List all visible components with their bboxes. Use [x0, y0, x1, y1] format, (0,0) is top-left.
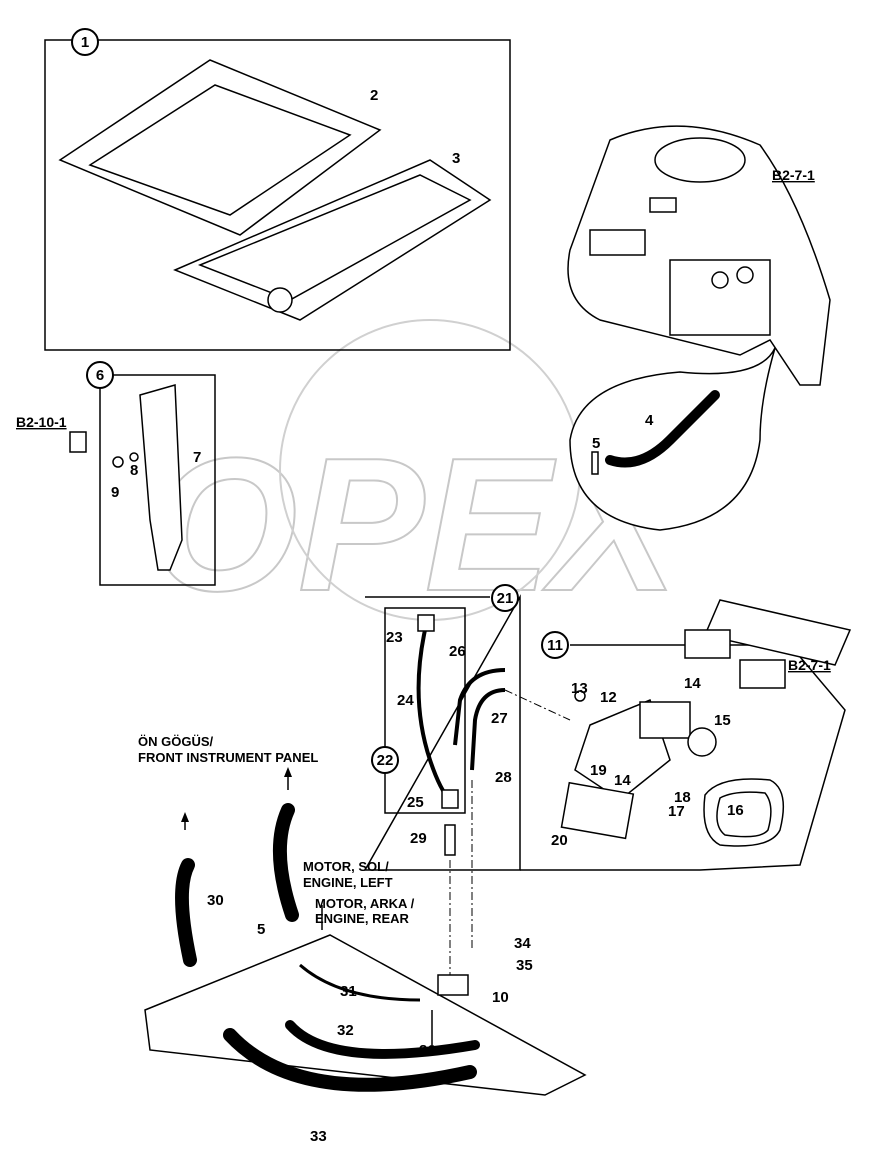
reference-label: B2-10-1 — [16, 414, 67, 430]
note-front-panel-tr: ÖN GÖGÜS/ — [138, 734, 214, 749]
part-number-label: 32 — [337, 1022, 354, 1039]
part-number-label: 34 — [514, 935, 531, 952]
hose-30 — [175, 858, 197, 967]
note-front-panel-en: FRONT INSTRUMENT PANEL — [138, 750, 318, 765]
filter-left — [684, 629, 731, 659]
seal-16-inner — [716, 791, 772, 838]
callout-label: 22 — [377, 752, 394, 769]
valve-10 — [437, 974, 469, 996]
part-number-label: 7 — [193, 449, 201, 466]
reference-label: B2-7-1 — [788, 657, 831, 673]
part-number-label: 23 — [386, 629, 403, 646]
part-number-label: 27 — [491, 710, 508, 727]
part-number-label: 36 — [419, 1042, 436, 1059]
group-box-11 — [520, 644, 846, 871]
part-number-label: 31 — [340, 983, 357, 1000]
arrow-heads — [181, 767, 292, 822]
console-slot — [649, 197, 677, 213]
part-number-label: 25 — [407, 794, 424, 811]
part-number-label: 24 — [397, 692, 414, 709]
part-number-label: 19 — [590, 762, 607, 779]
part-number-label: 14 — [684, 675, 701, 692]
roof-panel-2-inner — [88, 84, 352, 216]
part-number-label: 29 — [410, 830, 427, 847]
cable-24 — [416, 629, 452, 802]
motor-15 — [639, 701, 691, 739]
nut-13 — [574, 690, 586, 702]
console-display-opening — [654, 137, 746, 183]
heater-core-20 — [560, 781, 635, 840]
fastener-8 — [129, 452, 139, 462]
part-number-label: 5 — [592, 435, 600, 452]
callout-circle — [86, 361, 114, 389]
part-number-label: 4 — [645, 412, 654, 429]
callout-circle — [71, 28, 99, 56]
part-number-label: 14 — [614, 772, 631, 789]
cable-26 — [453, 668, 506, 746]
part-number-label: 28 — [495, 769, 512, 786]
part-number-label: 13 — [571, 680, 588, 697]
part-number-label: 3 — [452, 150, 460, 167]
group-box-1 — [44, 39, 511, 351]
callout-circle — [541, 631, 569, 659]
part-b2-10-1 — [69, 431, 87, 453]
part-number-label: 33 — [310, 1128, 327, 1145]
note-engine-left-tr: MOTOR, SOL/ — [303, 859, 389, 874]
cable-27 — [470, 688, 506, 771]
filter-right — [739, 659, 786, 689]
note-engine-rear-tr: MOTOR, ARKA / — [315, 896, 415, 911]
assembly-line — [449, 689, 571, 975]
part-number-label: 8 — [130, 462, 138, 479]
roof-panel-3-inner — [197, 174, 472, 301]
hose-front-panel — [272, 803, 299, 922]
part-number-label: 15 — [714, 712, 731, 729]
part-number-label: 9 — [111, 484, 119, 501]
spring-29 — [444, 824, 456, 856]
console-hole — [736, 266, 754, 284]
note-engine-rear-en: ENGINE, REAR — [315, 911, 410, 926]
pipe-31 — [299, 963, 421, 1002]
hose-33 — [223, 1028, 477, 1092]
fastener-9 — [112, 456, 124, 468]
corrugated-hose-4 — [605, 390, 720, 468]
callout-circle — [371, 746, 399, 774]
clamp-5 — [591, 451, 599, 475]
vent-hole — [267, 287, 293, 313]
part-number-label: 35 — [516, 957, 533, 974]
grille-panel — [703, 599, 852, 666]
group-box-6 — [99, 374, 216, 586]
valve-23 — [417, 614, 435, 632]
pillar-trim-7 — [139, 384, 183, 571]
hose-32 — [285, 1020, 480, 1059]
part-number-label: 10 — [492, 989, 509, 1006]
part-number-label: 16 — [727, 802, 744, 819]
callout-label: 11 — [547, 637, 563, 654]
callout-label: 1 — [81, 34, 89, 51]
group-box-21 — [363, 594, 521, 871]
motor-end — [687, 727, 717, 757]
part-number-label: 18 — [674, 789, 691, 806]
reference-label: B2-7-1 — [772, 167, 815, 183]
part-number-label: 12 — [600, 689, 617, 706]
part-number-label: 17 — [668, 803, 685, 820]
callout-label: 6 — [96, 367, 104, 384]
note-engine-left-en: ENGINE, LEFT — [303, 875, 393, 890]
callout-circle — [491, 584, 519, 612]
group-box-22 — [384, 607, 466, 814]
part-number-label: 20 — [551, 832, 568, 849]
part-number-label: 30 — [207, 892, 224, 909]
valve-25 — [441, 789, 459, 809]
flow-arrows — [184, 770, 433, 1045]
part-number-label: 5 — [257, 921, 265, 938]
part-number-label: 26 — [449, 643, 466, 660]
console-pocket — [589, 229, 646, 256]
console-hole — [711, 271, 729, 289]
callout-label: 21 — [497, 590, 514, 607]
part-number-label: 2 — [370, 87, 378, 104]
